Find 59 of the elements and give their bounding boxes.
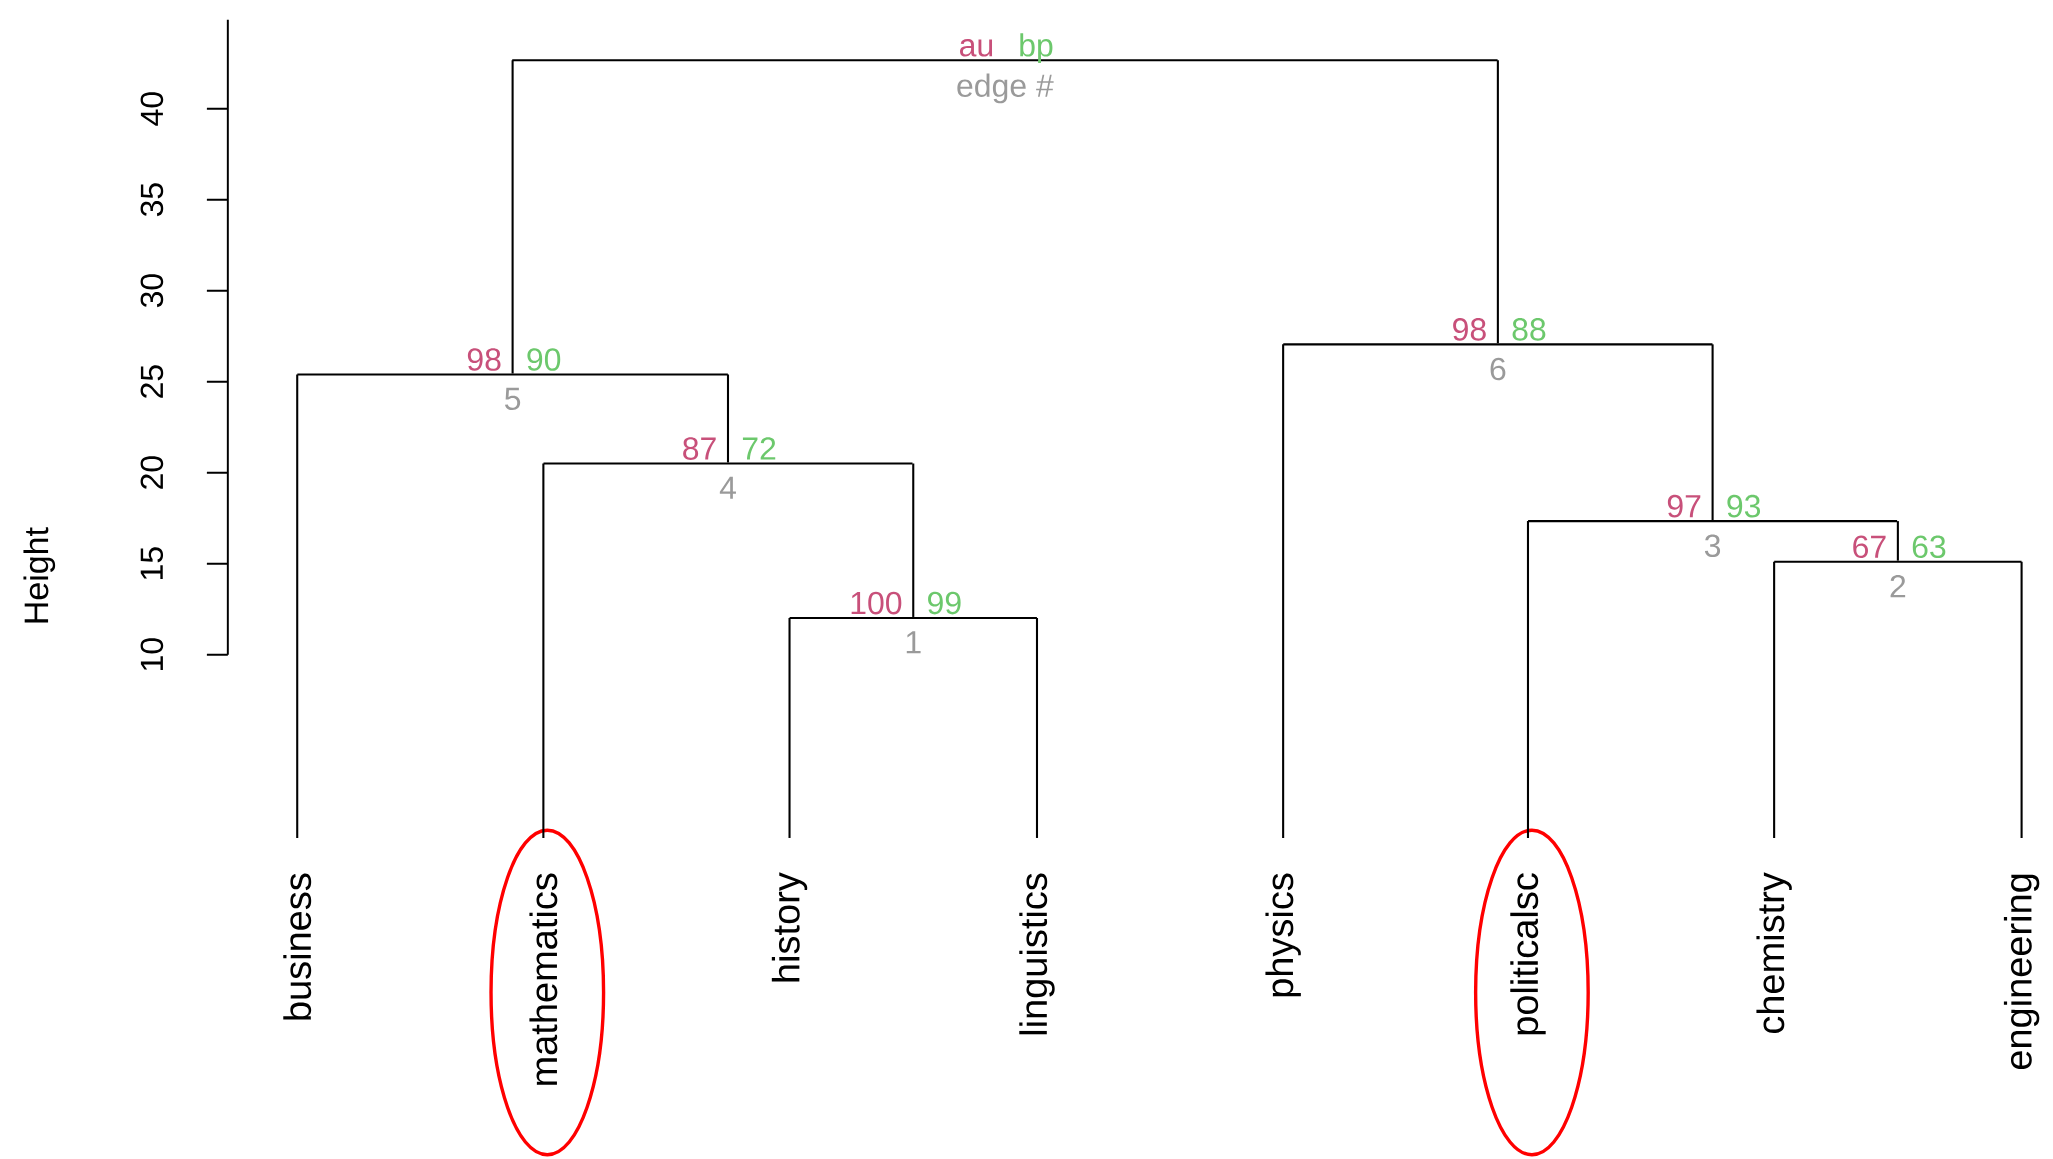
edge-number: 1 xyxy=(906,631,921,654)
leaf-label: business xyxy=(283,873,312,1020)
dendrogram-link xyxy=(542,463,545,839)
au-value: 98 xyxy=(1453,318,1486,341)
au-value: 97 xyxy=(1667,495,1701,518)
axis-title: Height xyxy=(23,527,56,623)
leaf-label: chemistry xyxy=(1756,872,1792,1034)
edge-number: 3 xyxy=(1704,534,1721,558)
dendrogram-link xyxy=(1711,344,1714,521)
tick-label: 25 xyxy=(140,365,164,398)
au-value: 67 xyxy=(1853,535,1886,559)
bp-value: 93 xyxy=(1727,495,1761,518)
dendrogram-link xyxy=(1526,521,1530,839)
dendrogram-link xyxy=(511,60,514,374)
dendrogram-link xyxy=(1896,521,1899,561)
dendrogram-link xyxy=(296,374,299,839)
edge-number: edge # xyxy=(957,73,1054,104)
tick-label: 20 xyxy=(140,456,164,489)
edge-number: 5 xyxy=(505,387,521,411)
cluster-bar xyxy=(788,617,1038,620)
bp-value: 90 xyxy=(527,348,561,371)
bp-value: 72 xyxy=(742,437,776,460)
tick-label: 10 xyxy=(140,638,164,671)
highlight-ellipse xyxy=(1473,828,1590,1157)
au-value: 100 xyxy=(851,591,902,615)
bp-value: 88 xyxy=(1512,318,1546,341)
dendrogram-link xyxy=(2020,561,2023,839)
edge-number: 6 xyxy=(1490,357,1506,381)
dendrogram-link xyxy=(1496,60,1499,344)
au-value: 87 xyxy=(683,437,716,460)
tick-label: 40 xyxy=(140,92,164,126)
dendrogram-link xyxy=(1282,344,1285,839)
tick-label: 15 xyxy=(140,547,164,580)
dendrogram-link xyxy=(1773,561,1776,839)
leaf-label: physics xyxy=(1265,873,1301,997)
leaf-label: linguistics xyxy=(1019,873,1055,1035)
dendrogram-link xyxy=(726,374,730,463)
tick-label: 30 xyxy=(140,274,164,308)
cluster-bar xyxy=(1282,343,1714,346)
cluster-bar xyxy=(542,462,914,465)
au-value: au xyxy=(960,39,993,57)
bp-value: 99 xyxy=(928,591,961,615)
dendrogram-link xyxy=(788,618,791,839)
cluster-bar xyxy=(1773,560,2023,563)
bp-value: bp xyxy=(1020,33,1053,64)
leaf-label: politicalsc xyxy=(1510,873,1546,1035)
bp-value: 63 xyxy=(1912,535,1946,559)
dendrogram-link xyxy=(1035,618,1039,839)
edge-number: 4 xyxy=(719,476,736,499)
leaf-label: history xyxy=(771,872,808,982)
highlight-ellipse xyxy=(489,828,606,1157)
edge-number: 2 xyxy=(1890,575,1906,598)
cluster-bar xyxy=(296,373,729,376)
leaf-label: engineering xyxy=(2003,874,2040,1070)
tick-label: 35 xyxy=(140,183,164,217)
cluster-bar xyxy=(1527,520,1899,523)
au-value: 98 xyxy=(467,348,501,371)
leaf-label: mathematics xyxy=(529,873,558,1086)
dendrogram-link xyxy=(912,463,915,618)
